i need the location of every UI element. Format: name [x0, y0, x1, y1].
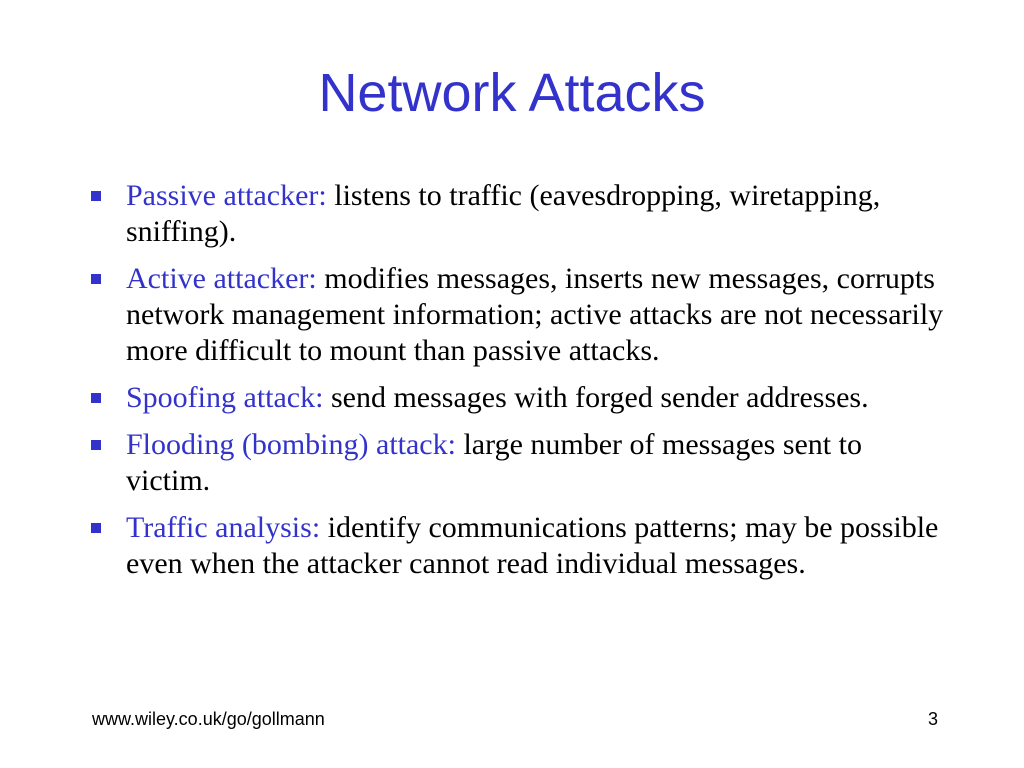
square-bullet-icon — [91, 440, 101, 450]
bullet-text: large number of messages sent to victim. — [126, 428, 862, 497]
bullet-item-passive-attacker: Passive attacker: listens to traffic (ea… — [86, 178, 946, 250]
square-bullet-icon — [91, 523, 101, 533]
bullet-item-spoofing-attack: Spoofing attack: send messages with forg… — [86, 380, 946, 416]
square-bullet-icon — [91, 274, 101, 284]
bullet-term: Passive attacker: — [126, 179, 327, 212]
bullet-term: Active attacker: — [126, 262, 317, 295]
bullet-item-active-attacker: Active attacker: modifies messages, inse… — [86, 261, 946, 369]
square-bullet-icon — [91, 191, 101, 201]
bullet-term: Spoofing attack: — [126, 381, 324, 414]
bullet-text: identify communications patterns; may be… — [126, 511, 939, 580]
bullet-item-flooding-attack: Flooding (bombing) attack: large number … — [86, 427, 946, 499]
bullet-text: modifies messages, inserts new messages,… — [126, 262, 944, 367]
slide-title: Network Attacks — [318, 63, 706, 123]
bullet-item-traffic-analysis: Traffic analysis: identify communication… — [86, 510, 946, 582]
bullet-text: listens to traffic (eavesdropping, wiret… — [126, 179, 881, 248]
bullet-text: send messages with forged sender address… — [323, 381, 869, 414]
square-bullet-icon — [91, 393, 101, 403]
page-number: 3 — [928, 709, 939, 729]
bullet-term: Flooding (bombing) attack: — [126, 428, 456, 461]
bullet-list: Passive attacker: listens to traffic (ea… — [86, 178, 946, 593]
bullet-term: Traffic analysis: — [126, 511, 321, 544]
footer-url: www.wiley.co.uk/go/gollmann — [92, 709, 325, 729]
